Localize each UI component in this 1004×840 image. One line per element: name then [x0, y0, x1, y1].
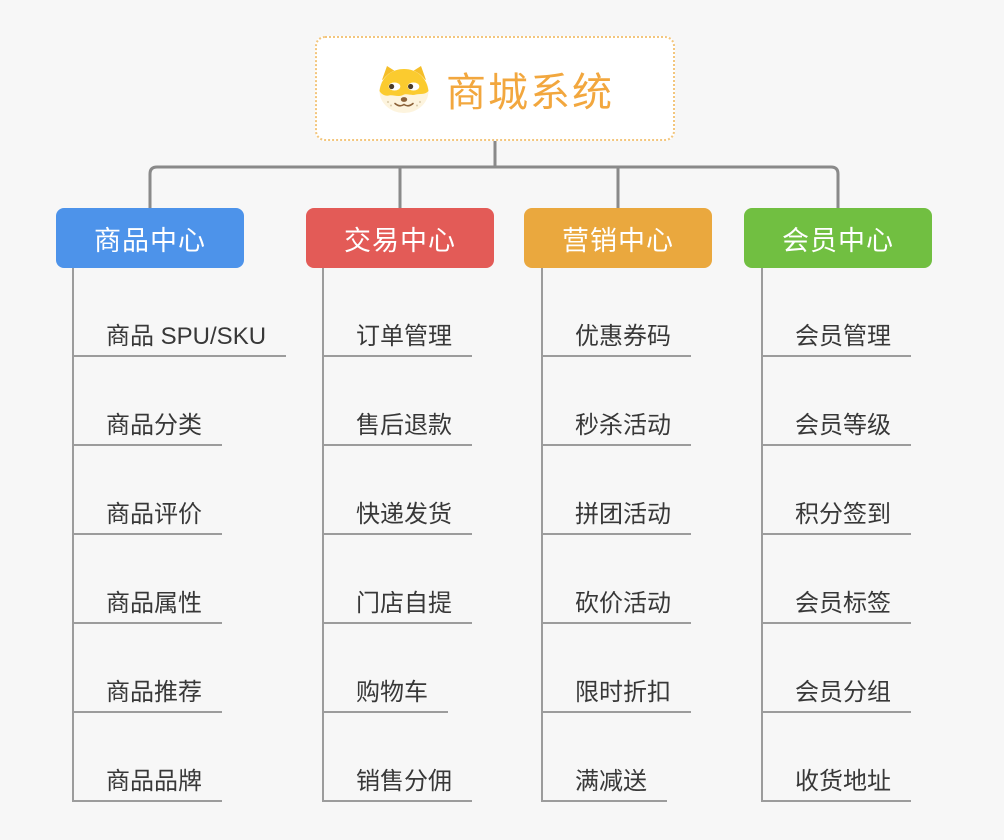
child-item[interactable]: 会员等级 — [761, 400, 911, 446]
branch-child-spine — [541, 268, 543, 802]
child-item[interactable]: 积分签到 — [761, 489, 911, 535]
child-item[interactable]: 拼团活动 — [541, 489, 691, 535]
branch-label: 交易中心 — [344, 225, 456, 256]
child-item[interactable]: 商品品牌 — [72, 756, 222, 802]
child-item[interactable]: 商品 SPU/SKU — [72, 311, 287, 357]
child-item[interactable]: 收货地址 — [761, 756, 911, 802]
doge-face-icon — [379, 65, 429, 113]
child-item[interactable]: 销售分佣 — [322, 756, 472, 802]
branch-label: 会员中心 — [782, 225, 894, 256]
branch-label: 营销中心 — [562, 225, 674, 256]
child-item[interactable]: 商品推荐 — [72, 667, 222, 713]
branch-child-spine — [72, 268, 74, 802]
branch-label: 商品中心 — [94, 225, 206, 256]
child-item[interactable]: 会员管理 — [761, 311, 911, 357]
branch-node[interactable]: 会员中心 — [744, 208, 932, 268]
child-item[interactable]: 满减送 — [541, 756, 667, 802]
child-item[interactable]: 订单管理 — [322, 311, 472, 357]
child-item[interactable]: 售后退款 — [322, 400, 472, 446]
branch-child-spine — [322, 268, 324, 802]
child-item[interactable]: 限时折扣 — [541, 667, 691, 713]
child-item[interactable]: 商品评价 — [72, 489, 222, 535]
root-title: 商城系统 — [446, 70, 614, 115]
child-item[interactable]: 购物车 — [322, 667, 448, 713]
branch-node[interactable]: 交易中心 — [306, 208, 494, 268]
child-item[interactable]: 优惠券码 — [541, 311, 691, 357]
child-item[interactable]: 商品分类 — [72, 400, 222, 446]
child-item[interactable]: 快递发货 — [322, 489, 472, 535]
child-item[interactable]: 门店自提 — [322, 578, 472, 624]
child-item[interactable]: 商品属性 — [72, 578, 222, 624]
branch-node[interactable]: 营销中心 — [524, 208, 712, 268]
branch-child-spine — [761, 268, 763, 802]
child-item[interactable]: 会员标签 — [761, 578, 911, 624]
root-node[interactable]: 商城系统 — [315, 36, 675, 141]
branch-node[interactable]: 商品中心 — [56, 208, 244, 268]
child-item[interactable]: 砍价活动 — [541, 578, 691, 624]
child-item[interactable]: 会员分组 — [761, 667, 911, 713]
child-item[interactable]: 秒杀活动 — [541, 400, 691, 446]
